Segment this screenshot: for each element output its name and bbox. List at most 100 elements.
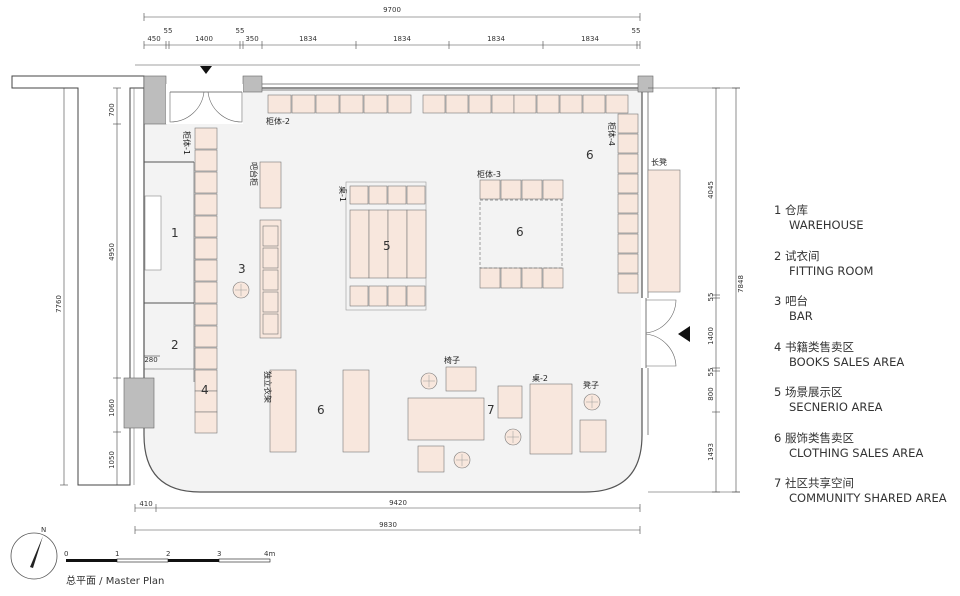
dim-bottom-2: 9420: [389, 499, 407, 507]
entrance-arrow-icon: [200, 66, 212, 74]
cabinet-1-module: [194, 411, 218, 434]
dim-right-5: 800: [707, 387, 715, 400]
legend-item-en: SECNERIO AREA: [789, 400, 883, 414]
cabinet-2-module: [315, 94, 340, 114]
cabinet-3-module: [521, 267, 543, 289]
cabinet-2-module: [422, 94, 446, 114]
cabinet-1-module: [194, 149, 218, 172]
cabinet-4-module: [617, 153, 639, 174]
bar-counter-module: [262, 291, 279, 313]
scenario-chair: [406, 185, 426, 205]
dim-top-2: 55: [164, 27, 173, 35]
dim-left-total: 7760: [55, 295, 63, 313]
cabinet-3-module: [542, 267, 564, 289]
scenario-table: [349, 209, 370, 279]
chair: [497, 385, 523, 419]
label-bench: 长凳: [651, 157, 667, 167]
cabinet-4-module: [617, 253, 639, 274]
legend-item-en: CLOTHING SALES AREA: [789, 445, 924, 460]
label-cabinet-1: 柜体-1: [182, 131, 192, 155]
dim-top-1: 450: [147, 35, 160, 43]
entrance-door-top: [166, 66, 243, 124]
dim-inner-280: 280: [144, 356, 157, 364]
dimension-lines: [60, 13, 740, 534]
zone-6a: 6: [516, 225, 524, 239]
entrance-door-right: [641, 298, 690, 368]
label-table-2: 桌-2: [532, 373, 548, 383]
dim-top-9: 1834: [581, 35, 599, 43]
scale-bar: 0 1 2 3 4m: [64, 550, 275, 563]
zone-5: 5: [383, 239, 391, 253]
legend-item-en: FITTING ROOM: [789, 263, 874, 278]
column: [143, 75, 167, 125]
dim-top-8: 1834: [487, 35, 505, 43]
dim-left-4: 1050: [108, 451, 116, 469]
legend-item-en: WAREHOUSE: [789, 218, 864, 232]
rack: [342, 369, 370, 453]
dim-left-3: 1060: [108, 399, 116, 417]
clothing-display-outline: [479, 199, 563, 269]
scenario-table-outline: [345, 181, 427, 311]
north-arrow: N: [10, 526, 58, 580]
bar-counter-module: [262, 225, 279, 247]
label-table-1: 桌-1: [338, 186, 348, 202]
cabinet-2-module: [363, 94, 388, 114]
label-bar-cabinet: 吧台柜: [249, 162, 259, 186]
dim-top-7: 1834: [393, 35, 411, 43]
cabinet-4-module: [617, 213, 639, 234]
legend-item-cn: 6 服饰类售卖区: [774, 430, 854, 445]
cabinet-2-module: [291, 94, 316, 114]
column: [637, 75, 654, 93]
cabinet-3-module: [521, 179, 543, 200]
cabinet-2-module: [513, 94, 537, 114]
dim-right-total: 7848: [737, 275, 745, 293]
cabinet-1-module: [194, 303, 218, 326]
cabinet-1-module: [194, 281, 218, 304]
dim-top-6: 1834: [299, 35, 317, 43]
north-arrow-icon: [30, 536, 43, 568]
scale-0: 0: [64, 550, 68, 558]
chair: [579, 419, 607, 453]
chair: [445, 366, 477, 392]
cabinet-3-module: [479, 267, 501, 289]
zone-7: 7: [487, 403, 495, 417]
community-table: [407, 397, 485, 441]
cabinet-2-module: [339, 94, 364, 114]
legend-item-en: BAR: [789, 309, 813, 323]
cabinet-1-module: [194, 237, 218, 260]
bench: [647, 169, 681, 293]
dim-bottom-1: 410: [139, 500, 152, 508]
cabinet-1-module: [194, 127, 218, 150]
zone-4: 4: [201, 383, 209, 397]
cabinet-1-module: [194, 193, 218, 216]
label-chair: 椅子: [444, 355, 460, 365]
cabinet-2-module: [536, 94, 560, 114]
legend-item-cn: 7 社区共享空间: [774, 476, 854, 490]
cabinet-4-module: [617, 173, 639, 194]
chair: [417, 445, 445, 473]
scale-2: 2: [166, 550, 170, 558]
cabinet-4-module: [617, 113, 639, 134]
legend-item-cn: 5 场景展示区: [774, 385, 843, 399]
bar-counter-module: [262, 247, 279, 269]
scenario-table: [387, 209, 408, 279]
zone-6c: 6: [317, 403, 325, 417]
dimension-texts: 9700 450 55 1400 55 350 1834 1834 1834 1…: [55, 6, 745, 529]
legend-item-cn: 2 试衣间: [774, 248, 820, 263]
dim-left-1: 700: [108, 103, 116, 116]
bar-cabinet: [259, 161, 282, 209]
scenario-chair: [387, 185, 407, 205]
table-2: [529, 383, 573, 455]
scenario-chair: [368, 285, 388, 307]
dim-right-2: 55: [707, 293, 715, 302]
cabinet-2-module: [387, 94, 412, 114]
cabinet-4-module: [617, 133, 639, 154]
dim-top-3: 1400: [195, 35, 213, 43]
zone-2: 2: [171, 338, 179, 352]
furniture-layer: [194, 94, 681, 473]
